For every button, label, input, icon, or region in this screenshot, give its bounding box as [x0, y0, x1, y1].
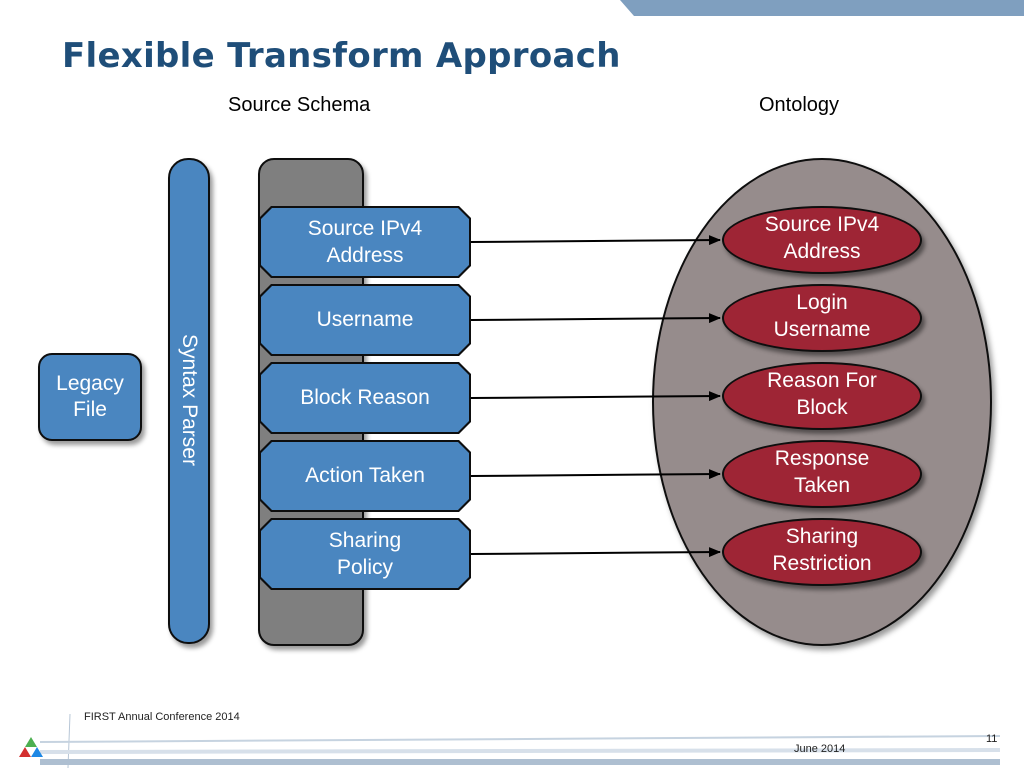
mapping-arrow — [470, 547, 721, 558]
ontology-node: Login Username — [722, 284, 922, 352]
slide-title: Flexible Transform Approach — [62, 36, 621, 76]
syntax-parser-bar — [168, 158, 210, 644]
source-field-box: Username — [259, 284, 471, 356]
source-field-box: Source IPv4 Address — [259, 206, 471, 278]
ontology-node: Reason For Block — [722, 362, 922, 430]
mapping-arrow — [470, 391, 721, 402]
footer-band — [40, 714, 1000, 768]
source-field-box: Action Taken — [259, 440, 471, 512]
ontology-node: Response Taken — [722, 440, 922, 508]
source-field-box: Sharing Policy — [259, 518, 471, 590]
mapping-arrow — [470, 235, 721, 246]
source-field-label: Action Taken — [261, 442, 469, 510]
footer-date: June 2014 — [794, 743, 846, 755]
ontology-node: Sharing Restriction — [722, 518, 922, 586]
source-field-label: Block Reason — [261, 364, 469, 432]
mapping-arrow — [470, 469, 721, 480]
header-band — [620, 0, 1024, 16]
source-field-box: Block Reason — [259, 362, 471, 434]
footer-conference: FIRST Annual Conference 2014 — [84, 711, 240, 723]
mapping-arrow — [470, 313, 721, 324]
source-field-label: Sharing Policy — [261, 520, 469, 588]
legacy-file-box: Legacy File — [38, 353, 142, 441]
conference-logo — [19, 737, 43, 757]
page-number: 11 — [986, 733, 998, 745]
source-field-label: Source IPv4 Address — [261, 208, 469, 276]
ontology-node: Source IPv4 Address — [722, 206, 922, 274]
source-field-label: Username — [261, 286, 469, 354]
ontology-label: Ontology — [759, 94, 840, 116]
source-schema-label: Source Schema — [228, 94, 371, 116]
